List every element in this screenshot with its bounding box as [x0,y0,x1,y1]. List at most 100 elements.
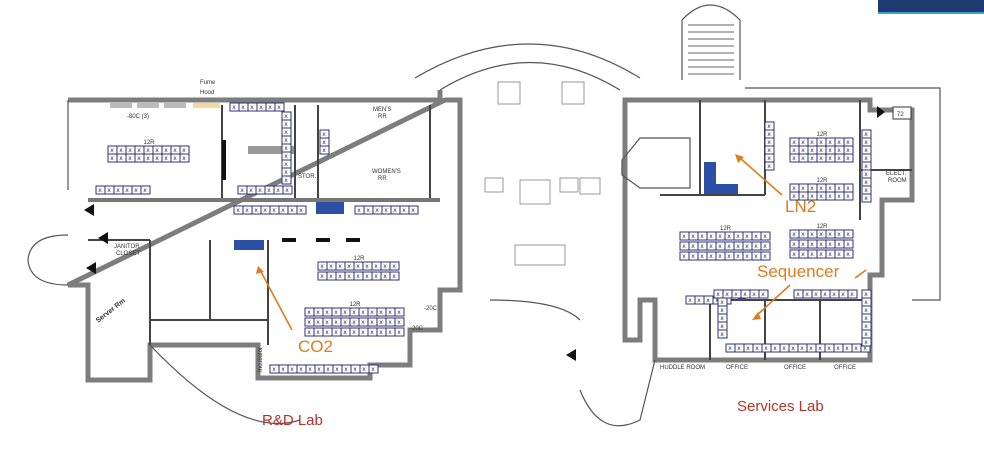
bench-x-mark: x [846,139,850,146]
bench-x-mark: x [284,169,288,176]
bench-x-mark: x [814,291,818,298]
office-label-3: OFFICE [834,365,856,371]
bench-x-mark: x [316,309,320,316]
south-stair [579,359,656,427]
bench-x-mark: x [810,231,814,238]
bench-label-12r: 12R [350,302,362,308]
bench-x-mark: x [725,291,729,298]
bench-x-mark: x [737,345,741,352]
bench-x-mark: x [284,177,288,184]
bench-x-mark: x [846,155,850,162]
co2-annotation: CO2 [298,337,333,356]
bench-x-mark: x [284,129,288,136]
bench-x-mark: x [352,319,356,326]
bench-x-mark: x [767,147,771,154]
bench-x-mark: x [307,319,311,326]
bench-x-mark: x [335,366,339,373]
bench-x-mark: x [752,291,756,298]
bench-x-mark: x [864,307,868,314]
bench-x-mark: x [347,273,351,280]
freezer-2 [137,103,159,108]
bench-x-mark: x [325,329,329,336]
bench-x-mark: x [734,291,738,298]
bench-x-mark: x [754,233,758,240]
bench-x-mark: x [254,207,258,214]
bench-x-mark: x [307,309,311,316]
bench-x-mark: x [370,329,374,336]
bench-x-mark: x [782,345,786,352]
huddle-room-label: HUDDLE ROOM [660,365,705,371]
bench-x-mark: x [837,241,841,248]
janitor-label-2: CLOSET [116,251,140,257]
bench-x-mark: x [745,243,749,250]
equipment-bar [248,146,294,154]
bench-x-mark: x [232,104,236,111]
bench-x-mark: x [810,185,814,192]
bench-x-mark: x [832,291,836,298]
blue-equipment-restroom [316,202,344,214]
bench-x-mark: x [116,187,120,194]
bench-cell [179,153,190,163]
bench-x-mark: x [800,345,804,352]
bench-x-mark: x [837,139,841,146]
bench-x-mark: x [863,345,867,352]
bench-x-mark: x [164,155,168,162]
bench-cell [408,205,419,215]
bench-cell [758,289,769,299]
bench-x-mark: x [837,193,841,200]
bench-x-mark: x [864,171,868,178]
bench-x-mark: x [767,131,771,138]
atrium-furniture [484,81,601,266]
bench-x-mark: x [682,233,686,240]
bench-x-mark: x [763,253,767,260]
bench-x-mark: x [718,243,722,250]
mens-rr-label-2: RR [378,114,387,120]
bench-x-mark: x [352,329,356,336]
bench-x-mark: x [347,263,351,270]
bench-x-mark: x [249,187,253,194]
bench-cell [861,337,872,347]
bench-x-mark: x [864,195,868,202]
bench-x-mark: x [322,131,326,138]
bench-label-12r: 12R [720,226,732,232]
bench-x-mark: x [864,187,868,194]
bench-x-mark: x [836,345,840,352]
bench-x-mark: x [837,147,841,154]
bench-x-mark: x [720,323,724,330]
bench-cell [843,239,854,249]
bench-x-mark: x [810,251,814,258]
interior-partitions [88,100,912,360]
bench-x-mark: x [827,345,831,352]
bench-cell [389,271,400,281]
bench-x-mark: x [801,193,805,200]
bench-x-mark: x [691,253,695,260]
bench-cell [274,102,285,112]
bench-x-mark: x [284,113,288,120]
bench-x-mark: x [828,147,832,154]
north-stair [681,4,741,80]
north-stair-treads [688,24,734,75]
bench-x-mark: x [801,185,805,192]
bench-x-mark: x [823,291,827,298]
bench-x-mark: x [357,207,361,214]
bench-cell [394,307,405,317]
room-72-box [892,106,912,120]
bench-x-mark: x [720,331,724,338]
bench-x-mark: x [819,251,823,258]
bench-x-mark: x [864,131,868,138]
bench-x-mark: x [767,163,771,170]
bench-x-mark: x [388,309,392,316]
bench-x-mark: x [828,155,832,162]
bench-x-mark: x [764,345,768,352]
bench-x-mark: x [828,139,832,146]
bench-x-mark: x [819,241,823,248]
bench-x-mark: x [284,121,288,128]
bench-x-mark: x [819,139,823,146]
bench-x-mark: x [682,253,686,260]
bench-x-mark: x [846,251,850,258]
bench-label-12r: 12R [817,178,829,184]
bench-label-12r: 12R [817,132,829,138]
minus20-label-a: -20C [424,306,438,312]
